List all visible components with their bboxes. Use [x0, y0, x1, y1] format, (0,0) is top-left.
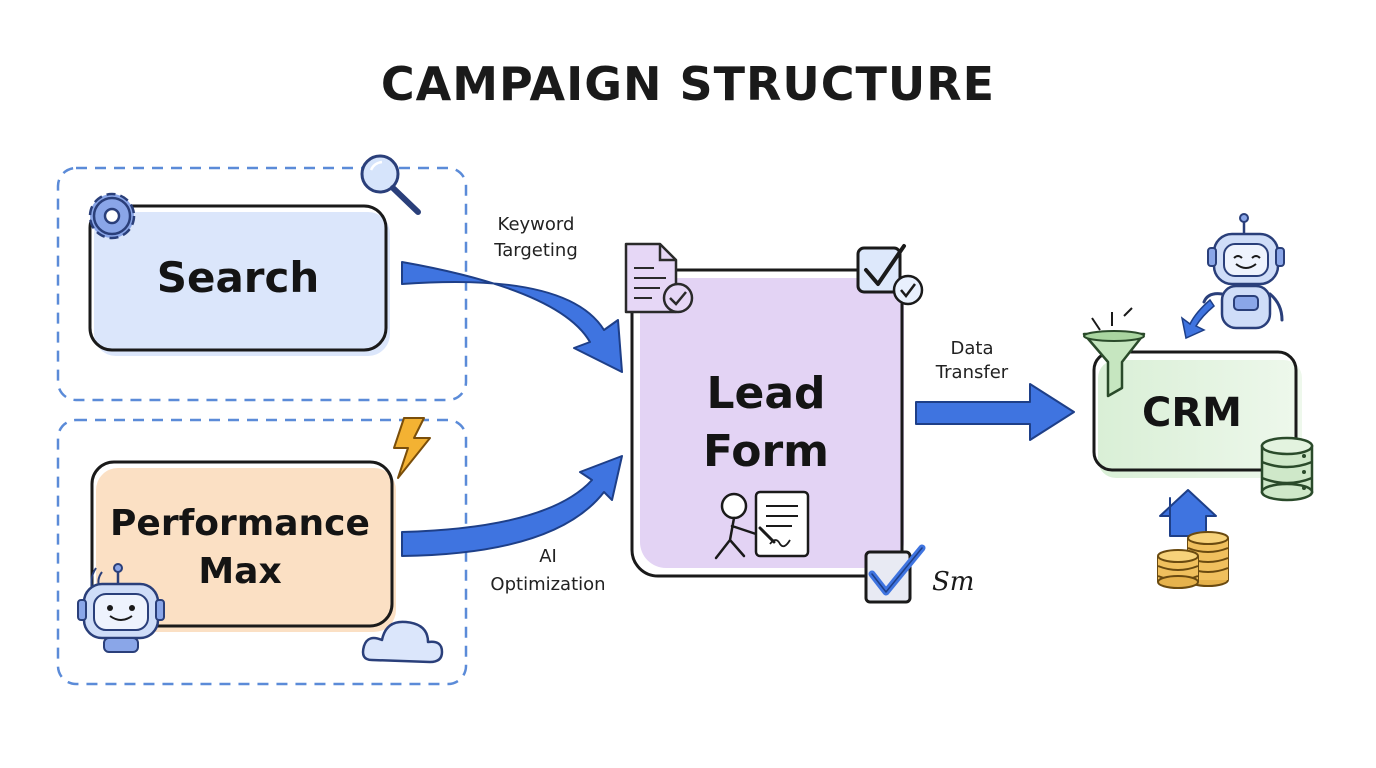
funnel-icon: [1082, 307, 1146, 398]
search-label: Search: [157, 253, 320, 302]
edge-label-keyword-line1: Keyword: [498, 214, 575, 235]
edge-label-data-line1: Data: [951, 338, 994, 359]
lead-form-label-line1: Lead: [706, 368, 825, 419]
crm-robot-icon: [1202, 213, 1285, 330]
edge-label-data-line2: Transfer: [935, 362, 1009, 383]
gear-icon: [88, 192, 136, 240]
lead-form-label-line2: Form: [703, 426, 829, 477]
crm-node[interactable]: CRM: [1092, 350, 1302, 478]
database-icon: [1260, 436, 1314, 502]
lightning-icon: [393, 417, 431, 479]
checkbox-check-icon: [856, 244, 924, 306]
person-signing-icon: [714, 490, 810, 560]
arrow-robot-to-crm: [1180, 298, 1215, 340]
checkbox-signature-icon: [864, 544, 926, 604]
pmax-label-line2: Max: [198, 551, 281, 592]
arrow-coins-to-crm: [1159, 489, 1217, 537]
arrow-pmax-to-lead-form: [401, 455, 623, 557]
magnifier-icon: [360, 154, 421, 215]
edge-label-keyword-line2: Targeting: [493, 240, 578, 261]
robot-icon: [77, 563, 165, 653]
diagram-title: CAMPAIGN STRUCTURE: [381, 57, 995, 111]
crm-label: CRM: [1142, 390, 1242, 436]
pmax-label-line1: Performance: [110, 503, 370, 544]
coins-icon: [1157, 531, 1229, 589]
arrow-lead-form-to-crm: [915, 383, 1075, 441]
document-check-icon: [624, 242, 694, 314]
cloud-icon: [361, 620, 444, 664]
arrow-search-to-lead-form: [401, 261, 623, 373]
lead-form-node[interactable]: Lead Form: [630, 268, 904, 578]
edge-label-ai-line2: Optimization: [490, 574, 605, 595]
edge-label-ai-line1: AI: [539, 546, 557, 567]
search-node[interactable]: Search: [88, 204, 390, 356]
pmax-node[interactable]: Performance Max: [90, 460, 396, 632]
search-group-container: [56, 166, 468, 402]
signature-text: Sm: [932, 567, 974, 597]
